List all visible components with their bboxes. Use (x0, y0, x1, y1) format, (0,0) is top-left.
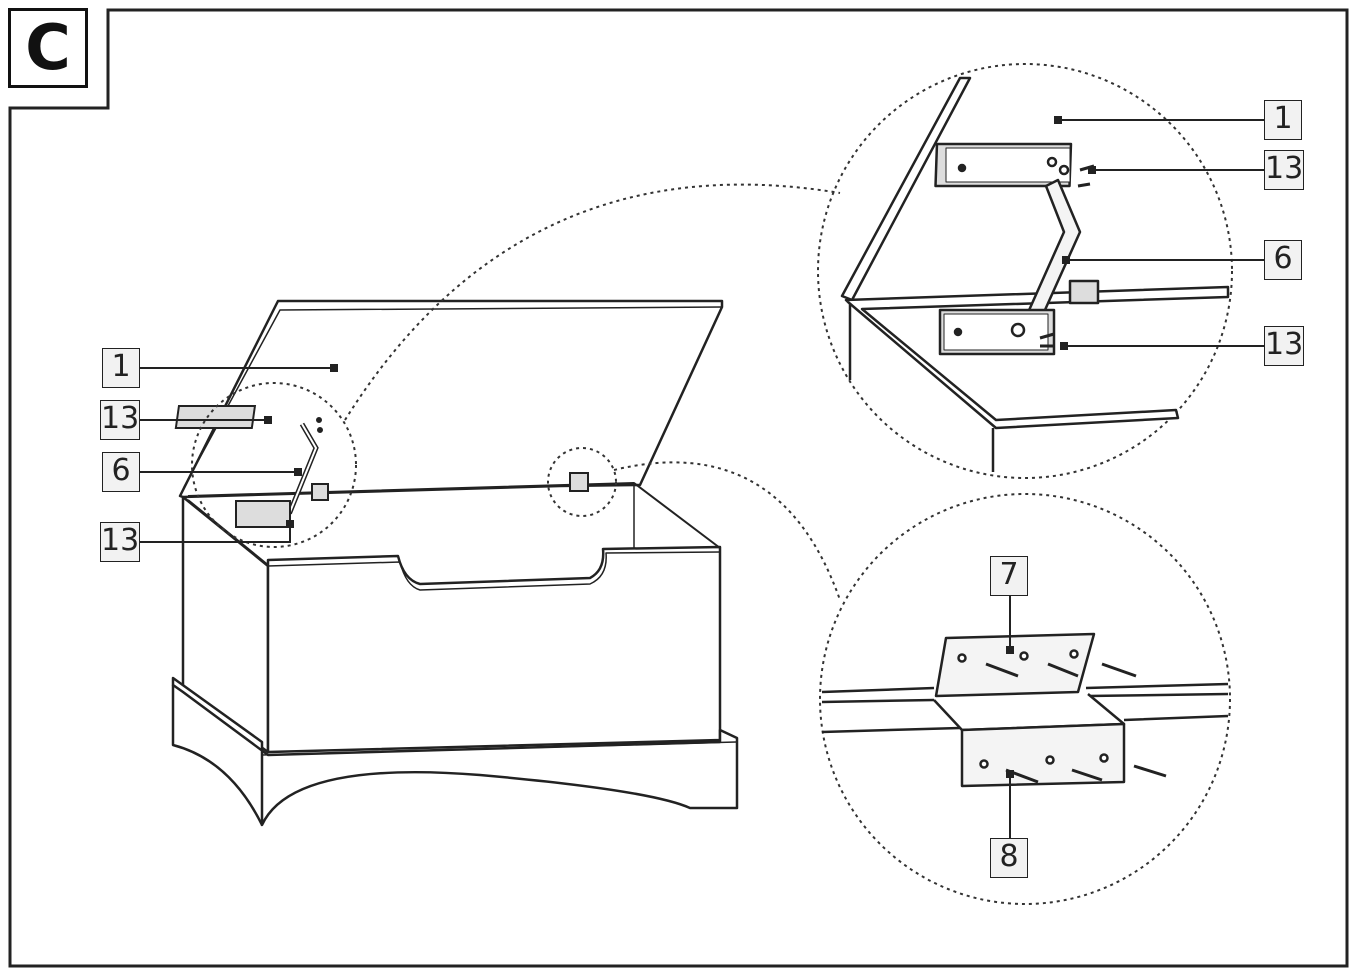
detail-label-hinge-arm: 6 (1264, 240, 1302, 280)
detail-callouts (191, 63, 1233, 905)
leader-lines (140, 116, 1264, 838)
detail-label-lid: 1 (1264, 100, 1302, 140)
chest-front-panel (266, 545, 722, 754)
detail-lid-edge (840, 76, 972, 302)
main-hinge-assembly (174, 405, 329, 528)
detail-label-latch-plate: 7 (990, 556, 1028, 596)
chest-left-side (181, 495, 270, 754)
part-label-screws-bottom: 13 (100, 522, 140, 562)
part-label-hinge: 6 (102, 452, 140, 492)
part-label-screws-top: 13 (100, 400, 140, 440)
detail-latch-top-plate (934, 632, 1096, 698)
outer-frame (8, 8, 1349, 968)
detail-label-screws-top: 13 (1264, 150, 1304, 190)
detail-label-screws-bottom: 13 (1264, 326, 1304, 366)
step-letter-badge: C (8, 8, 88, 88)
hinge-zoom-circle-large (817, 63, 1233, 479)
latch-zoom-circle-small (547, 447, 617, 517)
hinge-detail (840, 76, 1230, 472)
detail-label-latch-screws: 8 (990, 838, 1028, 878)
detail-chest-rim (844, 285, 1230, 430)
detail-latch-bottom-plate (960, 722, 1126, 788)
detail-hinge-arm (1020, 178, 1082, 332)
latch-zoom-circle-large (819, 493, 1231, 905)
part-label-lid: 1 (102, 348, 140, 388)
main-latch (569, 472, 589, 492)
detail-screws (985, 662, 1167, 784)
latch-detail (821, 632, 1229, 788)
hinge-zoom-circle-small (191, 382, 357, 548)
chest-lid (178, 299, 724, 499)
storage-chest (171, 299, 739, 827)
chest-base (171, 676, 739, 827)
